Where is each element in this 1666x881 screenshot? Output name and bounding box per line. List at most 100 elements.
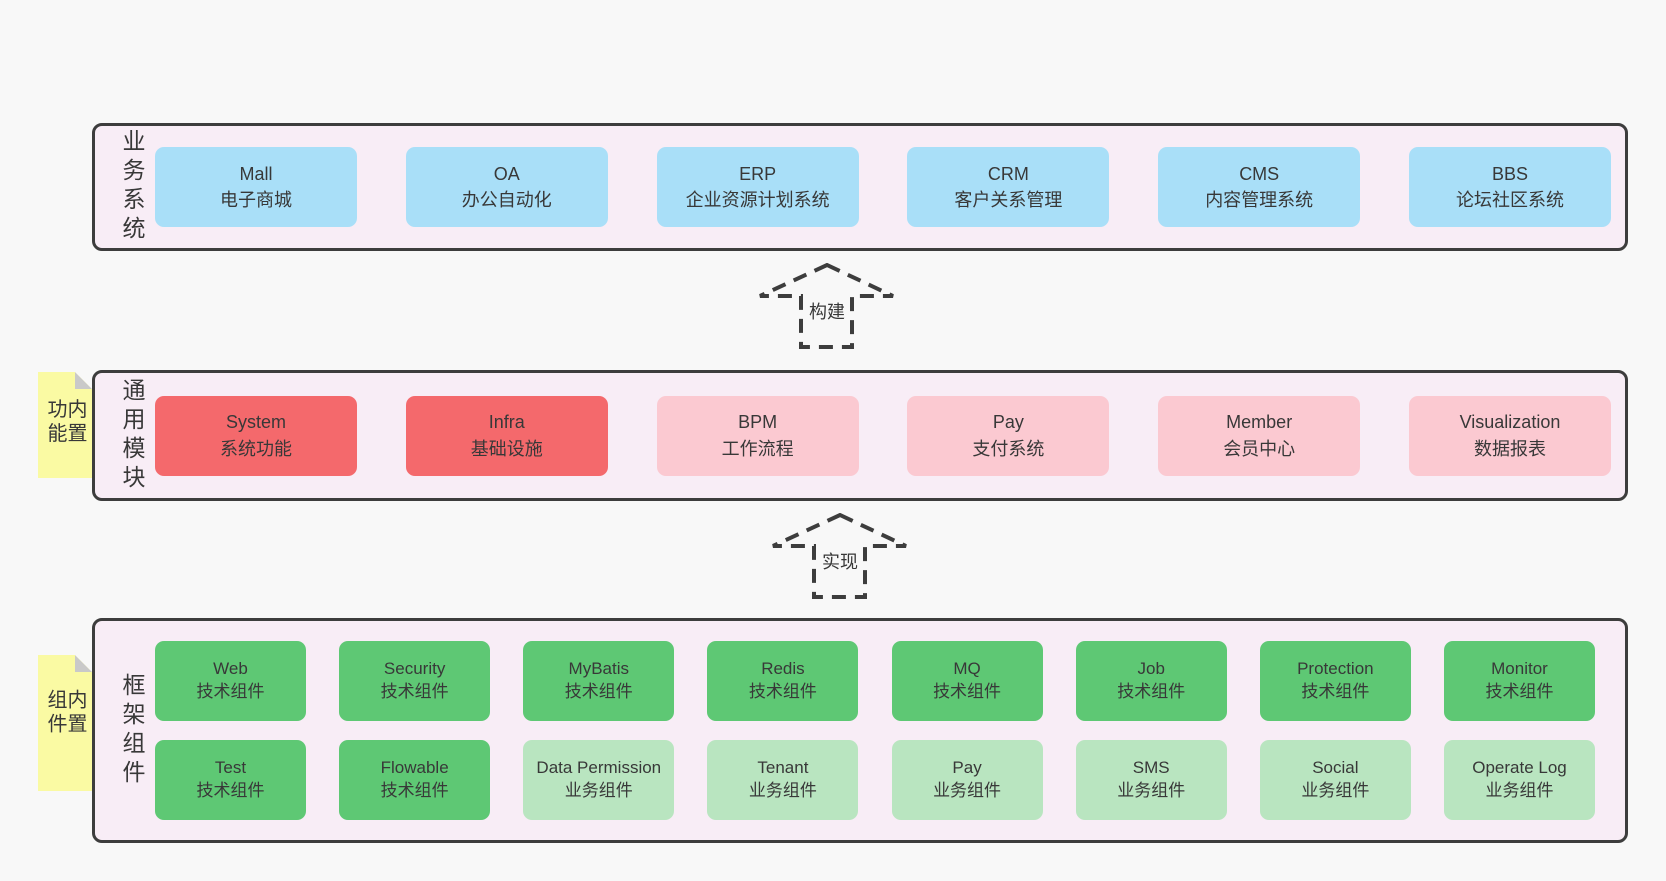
box-data-permission: Data Permission 业务组件 (523, 740, 675, 821)
box-desc: 论坛社区系统 (1455, 190, 1564, 210)
box-mybatis: MyBatis 技术组件 (523, 640, 675, 721)
box-name: SMS (1132, 758, 1170, 778)
box-name: Flowable (380, 758, 449, 778)
box-oa: OA 办公自动化 (405, 147, 608, 227)
dashed-up-arrow-icon (772, 513, 907, 599)
box-desc: 技术组件 (564, 681, 633, 701)
box-desc: 技术组件 (196, 781, 265, 801)
box-name: Tenant (757, 758, 809, 778)
box-name: CRM (987, 163, 1029, 184)
box-name: System (225, 412, 286, 433)
box-infra: Infra 基础设施 (405, 395, 608, 476)
box-security: Security 技术组件 (339, 640, 491, 721)
box-pay: Pay 支付系统 (907, 395, 1110, 476)
arrow-label: 构建 (805, 296, 849, 327)
box-name: Job (1137, 658, 1165, 678)
box-name: Data Permission (536, 758, 662, 778)
box-desc: 办公自动化 (461, 190, 552, 210)
arrow-label: 实现 (818, 546, 862, 577)
box-desc: 工作流程 (721, 438, 794, 459)
box-name: Redis (761, 658, 805, 678)
folded-corner-icon (75, 372, 92, 389)
box-desc: 企业资源计划系统 (685, 190, 830, 210)
box-desc: 支付系统 (972, 438, 1045, 459)
box-desc: 技术组件 (196, 681, 265, 701)
box-protection: Protection 技术组件 (1259, 640, 1411, 721)
box-test: Test 技术组件 (155, 740, 306, 821)
band-label: 框架组件 (119, 672, 145, 789)
box-desc: 技术组件 (380, 681, 449, 701)
box-desc: 技术组件 (1485, 681, 1554, 701)
box-desc: 技术组件 (1117, 681, 1186, 701)
box-job: Job 技术组件 (1075, 640, 1227, 721)
box-web: Web 技术组件 (155, 640, 306, 721)
box-redis: Redis 技术组件 (707, 640, 859, 721)
box-name: MyBatis (568, 658, 630, 678)
box-desc: 客户关系管理 (954, 190, 1063, 210)
box-desc: 系统功能 (220, 438, 292, 459)
box-desc: 技术组件 (380, 781, 449, 801)
box-member: Member 会员中心 (1158, 395, 1361, 476)
box-erp: ERP 企业资源计划系统 (656, 147, 859, 227)
box-desc: 基础设施 (470, 438, 543, 459)
box-desc: 会员中心 (1223, 438, 1296, 459)
build-arrow: 构建 (757, 263, 897, 349)
box-desc: 技术组件 (748, 681, 817, 701)
band-common-modules: 通用模块 System 系统功能 Infra 基础设施 BPM 工作流程 Pay… (92, 370, 1628, 501)
box-desc: 业务组件 (748, 781, 817, 801)
box-desc: 数据报表 (1473, 438, 1546, 459)
box-sms: SMS 业务组件 (1075, 740, 1227, 821)
box-name: BBS (1491, 163, 1528, 184)
box-name: CMS (1239, 163, 1280, 184)
band-box-row: Test 技术组件 Flowable 技术组件 Data Permission … (155, 740, 1595, 821)
box-desc: 电子商城 (220, 190, 292, 210)
box-desc: 业务组件 (933, 781, 1002, 801)
note-label: 内置组件 (44, 689, 86, 737)
box-operate-log: Operate Log 业务组件 (1443, 740, 1595, 821)
box-desc: 技术组件 (1301, 681, 1370, 701)
box-cms: CMS 内容管理系统 (1158, 147, 1361, 227)
box-name: MQ (953, 658, 981, 678)
band-box-row: Mall 电子商城 OA 办公自动化 ERP 企业资源计划系统 CRM 客户关系… (143, 126, 1625, 248)
box-name: ERP (739, 163, 777, 184)
box-name: Pay (952, 758, 982, 778)
box-name: Test (214, 758, 247, 778)
box-social: Social 业务组件 (1259, 740, 1411, 821)
sticky-note-built-in-components: 内置组件 (38, 655, 92, 791)
box-mq: MQ 技术组件 (891, 640, 1043, 721)
band-label: 通用模块 (119, 377, 145, 494)
box-name: Social (1312, 758, 1359, 778)
box-flowable: Flowable 技术组件 (339, 740, 491, 821)
box-name: Monitor (1491, 658, 1548, 678)
sticky-note-built-in-features: 内置功能 (38, 372, 92, 478)
box-name: Pay (992, 412, 1024, 433)
box-name: Security (383, 658, 446, 678)
box-desc: 内容管理系统 (1205, 190, 1314, 210)
box-desc: 业务组件 (1485, 781, 1554, 801)
box-name: Member (1226, 412, 1293, 433)
box-name: Visualization (1459, 412, 1561, 433)
implement-arrow: 实现 (770, 513, 910, 599)
band-box-grid: Web 技术组件 Security 技术组件 MyBatis 技术组件 Redi… (143, 621, 1625, 840)
dashed-up-arrow-icon (759, 263, 894, 349)
box-name: Mall (239, 163, 273, 184)
band-box-row: Web 技术组件 Security 技术组件 MyBatis 技术组件 Redi… (155, 640, 1595, 721)
band-label: 业务系统 (119, 129, 145, 245)
band-business-systems: 业务系统 Mall 电子商城 OA 办公自动化 ERP 企业资源计划系统 CRM… (92, 123, 1628, 251)
folded-corner-icon (75, 655, 92, 672)
box-name: Web (213, 658, 248, 678)
box-tenant: Tenant 业务组件 (707, 740, 859, 821)
box-name: OA (493, 163, 520, 184)
box-desc: 业务组件 (564, 781, 633, 801)
box-desc: 技术组件 (933, 681, 1002, 701)
box-visualization: Visualization 数据报表 (1408, 395, 1611, 476)
box-bbs: BBS 论坛社区系统 (1408, 147, 1611, 227)
note-label: 内置功能 (44, 398, 86, 447)
box-name: Operate Log (1472, 758, 1567, 778)
band-framework-components: 框架组件 Web 技术组件 Security 技术组件 MyBatis 技术组件… (92, 618, 1628, 843)
box-mall: Mall 电子商城 (155, 147, 357, 227)
box-name: Infra (488, 412, 525, 433)
box-name: Protection (1297, 658, 1374, 678)
box-crm: CRM 客户关系管理 (907, 147, 1110, 227)
